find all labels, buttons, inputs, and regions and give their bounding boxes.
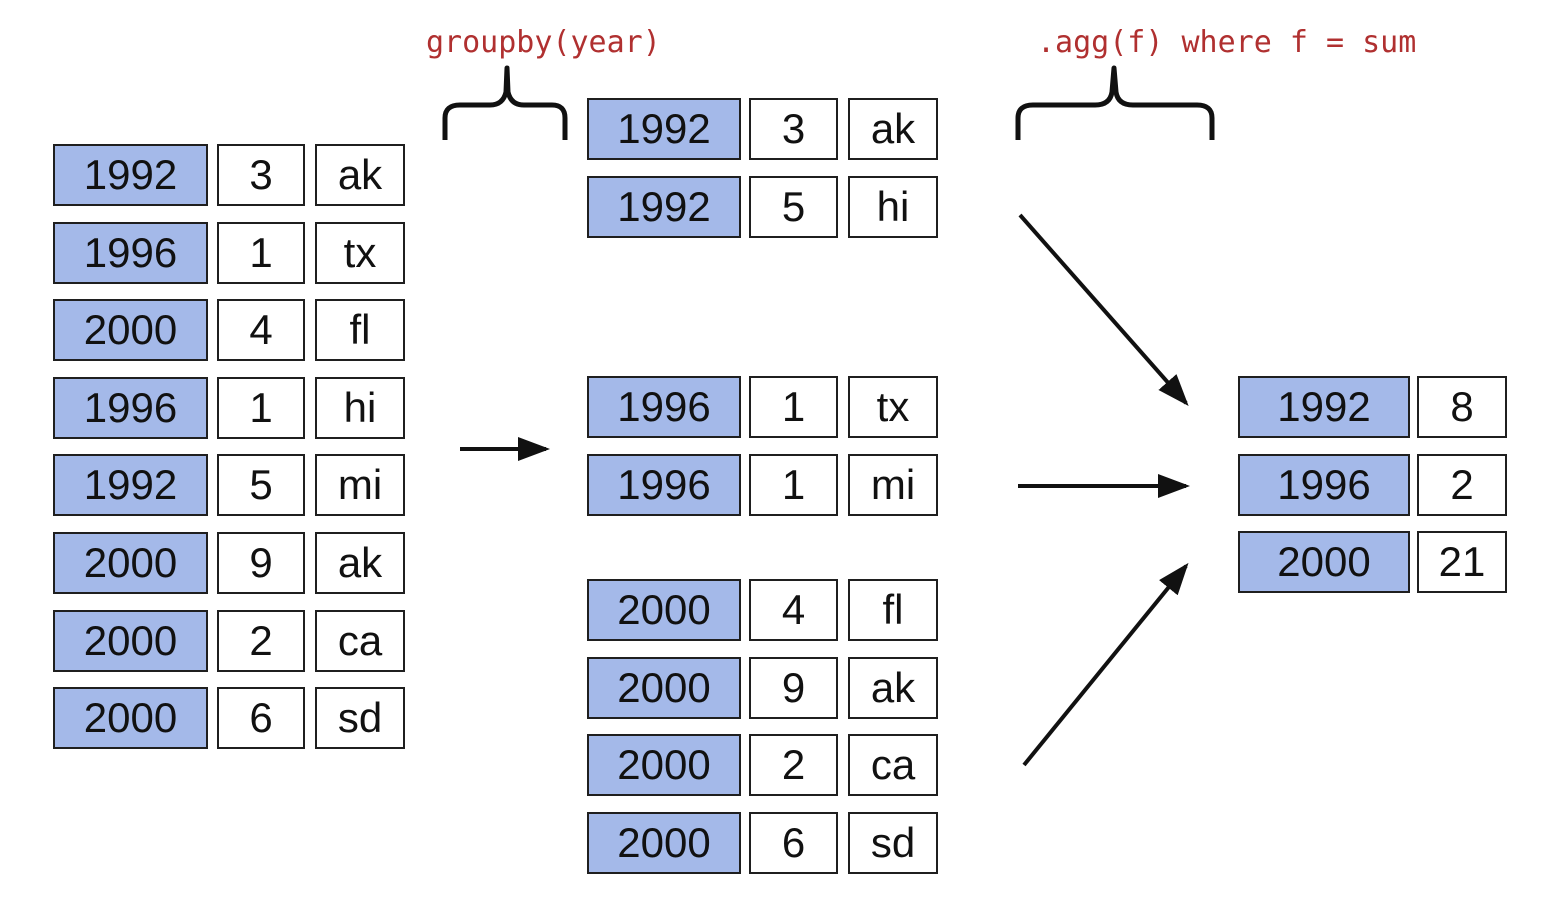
original-year-cell: 1996 <box>53 377 208 439</box>
group-year-cell: 1996 <box>587 376 741 438</box>
original-state-cell: fl <box>315 299 405 361</box>
original-count-cell: 1 <box>217 377 305 439</box>
group-count-cell: 2 <box>749 734 838 796</box>
original-state-cell: tx <box>315 222 405 284</box>
group-state-cell: sd <box>848 812 938 874</box>
original-state-cell: hi <box>315 377 405 439</box>
original-year-cell: 2000 <box>53 532 208 594</box>
original-count-cell: 3 <box>217 144 305 206</box>
original-state-cell: mi <box>315 454 405 516</box>
original-year-cell: 2000 <box>53 687 208 749</box>
group-state-cell: mi <box>848 454 938 516</box>
original-year-cell: 2000 <box>53 610 208 672</box>
result-year-cell: 1992 <box>1238 376 1410 438</box>
group-count-cell: 1 <box>749 454 838 516</box>
group-state-cell: ca <box>848 734 938 796</box>
result-year-cell: 2000 <box>1238 531 1410 593</box>
original-year-cell: 1996 <box>53 222 208 284</box>
original-count-cell: 9 <box>217 532 305 594</box>
group-year-cell: 2000 <box>587 812 741 874</box>
group-state-cell: hi <box>848 176 938 238</box>
result-sum-cell: 21 <box>1417 531 1507 593</box>
group-1992-arrow <box>1018 213 1189 406</box>
original-count-cell: 5 <box>217 454 305 516</box>
original-count-cell: 4 <box>217 299 305 361</box>
group-2000-arrow <box>1022 562 1189 767</box>
group-year-cell: 2000 <box>587 579 741 641</box>
group-count-cell: 5 <box>749 176 838 238</box>
groupby-brace <box>442 65 568 140</box>
original-count-cell: 6 <box>217 687 305 749</box>
original-count-cell: 1 <box>217 222 305 284</box>
group-state-cell: fl <box>848 579 938 641</box>
original-state-cell: ca <box>315 610 405 672</box>
group-state-cell: tx <box>848 376 938 438</box>
group-count-cell: 6 <box>749 812 838 874</box>
group-year-cell: 1992 <box>587 98 741 160</box>
agg-label: .agg(f) where f = sum <box>1037 25 1417 60</box>
group-count-cell: 4 <box>749 579 838 641</box>
group-year-cell: 2000 <box>587 734 741 796</box>
groupby-label: groupby(year) <box>426 25 661 60</box>
group-year-cell: 1996 <box>587 454 741 516</box>
original-year-cell: 1992 <box>53 144 208 206</box>
group-year-cell: 2000 <box>587 657 741 719</box>
original-count-cell: 2 <box>217 610 305 672</box>
group-state-cell: ak <box>848 98 938 160</box>
original-state-cell: ak <box>315 144 405 206</box>
original-year-cell: 2000 <box>53 299 208 361</box>
group-count-cell: 9 <box>749 657 838 719</box>
result-year-cell: 1996 <box>1238 454 1410 516</box>
result-sum-cell: 2 <box>1417 454 1507 516</box>
group-state-cell: ak <box>848 657 938 719</box>
group-count-cell: 3 <box>749 98 838 160</box>
group-count-cell: 1 <box>749 376 838 438</box>
result-sum-cell: 8 <box>1417 376 1507 438</box>
original-state-cell: sd <box>315 687 405 749</box>
original-state-cell: ak <box>315 532 405 594</box>
original-year-cell: 1992 <box>53 454 208 516</box>
group-year-cell: 1992 <box>587 176 741 238</box>
agg-brace <box>1015 65 1215 140</box>
